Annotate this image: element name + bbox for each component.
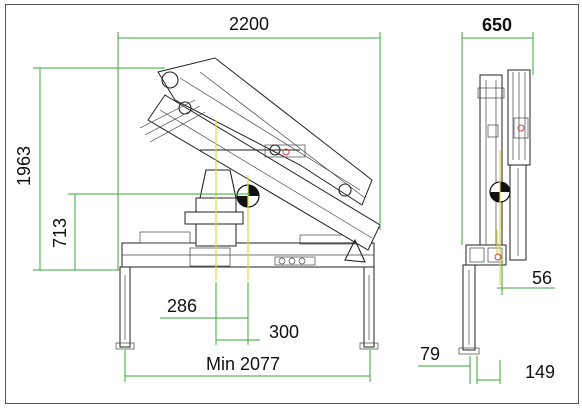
dim-foot-width: 79: [420, 344, 440, 364]
dim-base-height: 713: [50, 218, 70, 248]
dim-side-offset: 56: [532, 268, 552, 288]
dim-offset-a: 286: [167, 296, 197, 316]
dim-min-outrigger-span: Min 2077: [206, 354, 280, 374]
dim-foot-offset: 149: [525, 362, 555, 382]
crane-front-view: [458, 69, 531, 355]
dimension-lines: [33, 32, 555, 384]
crane-side-view: [115, 57, 381, 350]
drawing-frame: [5, 4, 579, 404]
front-center-of-gravity-symbol: [489, 181, 511, 203]
dim-offset-b: 300: [269, 322, 299, 342]
dim-overall-width: 650: [482, 15, 512, 35]
dim-total-height: 1963: [14, 146, 34, 186]
dim-overall-length: 2200: [229, 14, 269, 34]
